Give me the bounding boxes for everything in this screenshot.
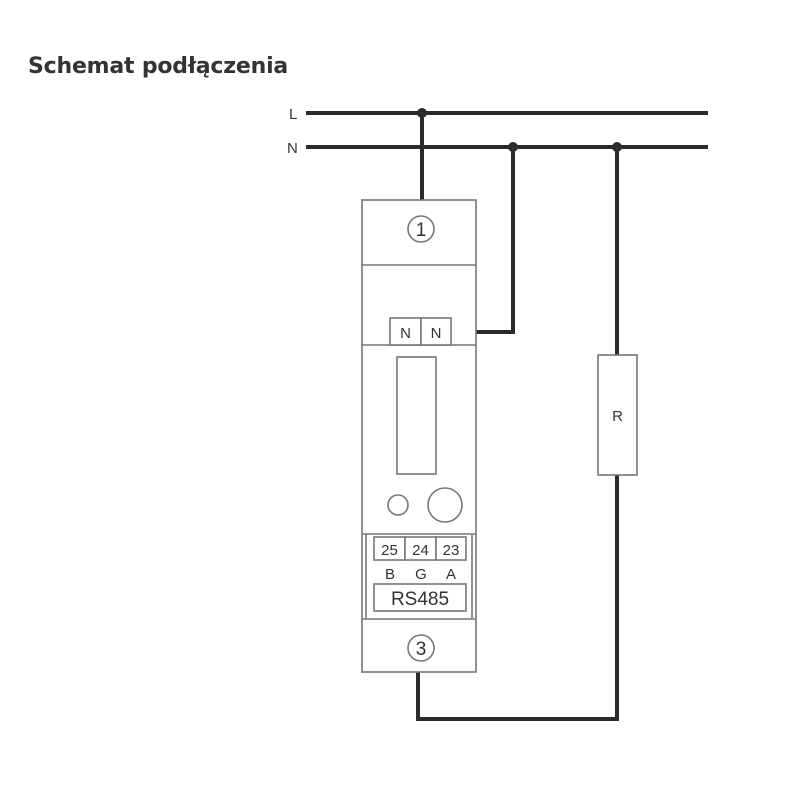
resistor-body [597,354,638,476]
rs485-terminal-23 [435,536,467,561]
neutral-terminal-2-label: N [431,325,442,342]
terminal-1-marker [407,215,435,243]
rs485-label-box [373,583,467,612]
rs485-signal-b-label: B [385,566,395,583]
rs485-terminal-24-label: 24 [412,542,429,559]
junction-dot-neutral-load [612,142,622,152]
terminal-1-label: 1 [416,220,427,241]
rs485-signal-g-label: G [415,566,427,583]
junction-dot-line [417,108,427,118]
rs485-label: RS485 [391,589,449,610]
meter-led-indicator [387,494,409,516]
neutral-terminal-1-label: N [400,325,411,342]
diagram-title: Schemat podłączenia [28,54,289,79]
resistor-label: R [612,408,623,425]
neutral-label: N [287,140,298,157]
line-label: L [289,106,297,123]
neutral-terminal-2 [420,317,452,346]
rs485-terminal-25-label: 25 [381,542,398,559]
terminal-3-to-load-wire [416,473,619,721]
rs485-terminal-23-label: 23 [443,542,460,559]
terminal-3-marker [407,634,435,662]
load-resistor: R [597,354,638,476]
meter-display [396,356,437,475]
neutral-terminal-1 [389,317,422,346]
rs485-signal-a-label: A [446,566,456,583]
terminal-3-label: 3 [416,639,427,660]
energy-meter: 1 N N 25 24 23 B G A RS485 3 [361,199,477,673]
meter-button [427,487,463,523]
junction-dot-neutral-meter [508,142,518,152]
